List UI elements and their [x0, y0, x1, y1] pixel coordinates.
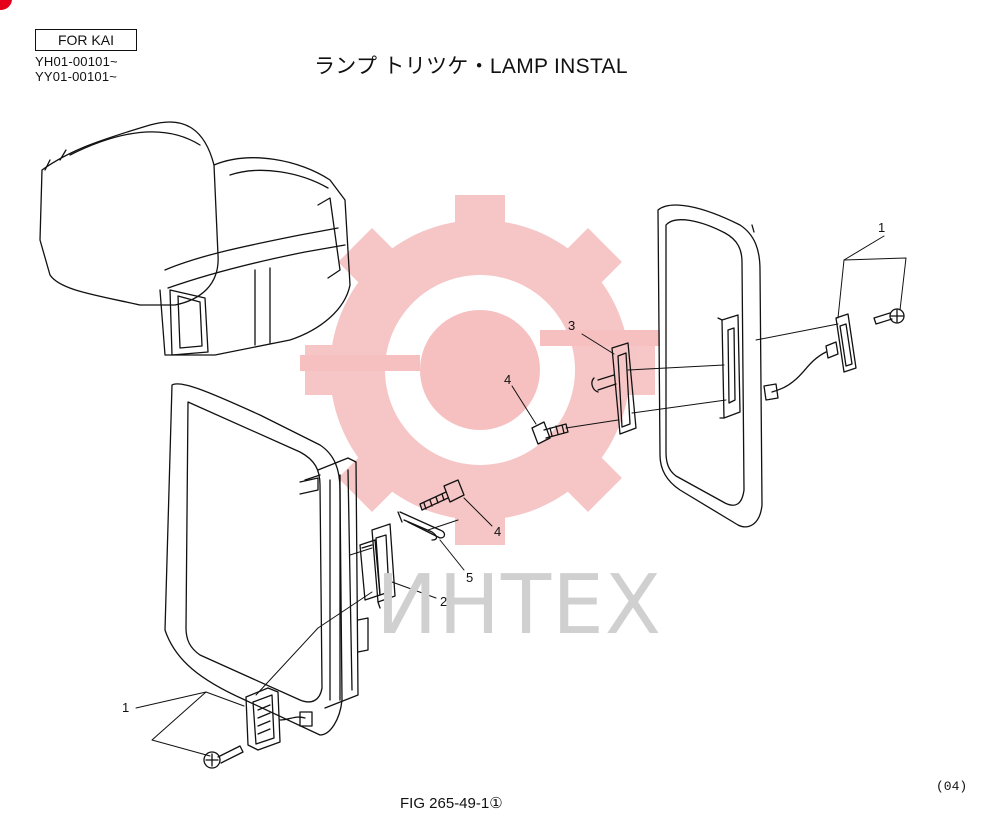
bracket-2	[361, 523, 396, 609]
callout-3: 3	[568, 318, 575, 333]
callout-5: 5	[466, 570, 473, 585]
serial-range-2: YY01-00101~	[35, 69, 118, 84]
assembly-lines	[317, 323, 839, 629]
watermark-text: ИНТЕХ	[376, 558, 663, 653]
callout-2: 2	[440, 594, 447, 609]
callout-4-left: 4	[494, 524, 501, 539]
revision-label: (04)	[936, 779, 968, 794]
serial-range-1: YH01-00101~	[35, 54, 118, 69]
callout-4-right: 4	[504, 372, 511, 387]
leader-lines	[135, 235, 907, 757]
callout-1-right: 1	[878, 220, 885, 235]
callout-1-left: 1	[122, 700, 129, 715]
bolt-4-left	[419, 479, 465, 511]
corner-badge-icon	[0, 0, 12, 10]
bracket-3	[591, 342, 637, 435]
right-lamp-housing	[657, 204, 763, 528]
left-lamp-housing	[164, 383, 381, 751]
right-lamp	[763, 313, 857, 401]
gear-logo-core	[300, 310, 660, 430]
right-screw	[873, 308, 905, 325]
left-screw	[203, 745, 244, 769]
figure-caption: FIG 265-49-1①	[400, 795, 503, 812]
clip-5	[397, 511, 446, 541]
model-label: FOR KAI	[35, 29, 137, 51]
page-title: ランプ トリツケ・LAMP INSTAL	[314, 55, 628, 78]
cab-overview	[39, 121, 351, 356]
